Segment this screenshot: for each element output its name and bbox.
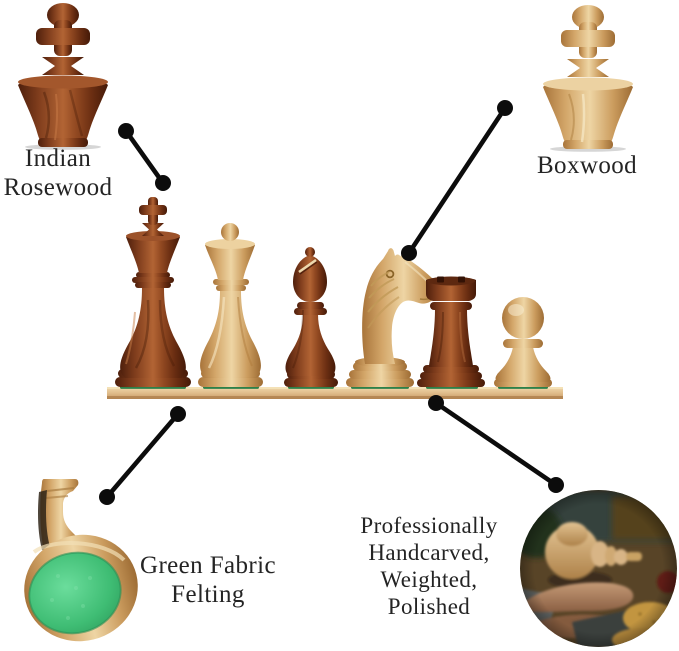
boxwood-finial-photo — [543, 5, 633, 152]
felt-base-piece — [24, 479, 138, 642]
queen-piece — [198, 223, 263, 389]
handcarved-label: Professionally Handcarved, Weighted, Pol… — [339, 512, 519, 620]
knight-piece — [346, 248, 442, 389]
label-line: Rosewood — [3, 174, 113, 201]
bishop-slash — [298, 258, 317, 274]
label-line: Polished — [387, 594, 471, 619]
chess-set-photo — [107, 197, 563, 399]
green-fabric-felting-label: Green Fabric Felting — [122, 551, 294, 609]
label-line: Boxwood — [536, 152, 638, 179]
label-line: Felting — [171, 581, 245, 608]
label-line: Green Fabric — [140, 552, 276, 579]
felt-base-photo — [24, 479, 138, 642]
rook-piece — [417, 276, 485, 389]
boxwood-label: Boxwood — [517, 151, 657, 180]
bishop-piece — [284, 247, 338, 389]
wooden-shelf — [107, 387, 563, 399]
connector-handcarved — [428, 395, 564, 493]
green-felt-pad — [29, 552, 121, 634]
indian-rosewood-label: Indian Rosewood — [0, 144, 128, 202]
felt-texture — [50, 574, 92, 620]
king-piece — [115, 197, 191, 389]
label-line: Professionally — [360, 513, 498, 538]
label-line: Weighted, — [380, 567, 478, 592]
finial-crown — [18, 78, 108, 145]
lathe-scene — [520, 490, 677, 647]
pawn-piece — [494, 297, 552, 389]
label-line: Handcarved, — [368, 540, 490, 565]
handcarving-photo — [520, 490, 677, 647]
label-line: Indian — [24, 145, 92, 172]
finial-crown — [543, 80, 633, 147]
rosewood-finial-photo — [18, 3, 108, 150]
